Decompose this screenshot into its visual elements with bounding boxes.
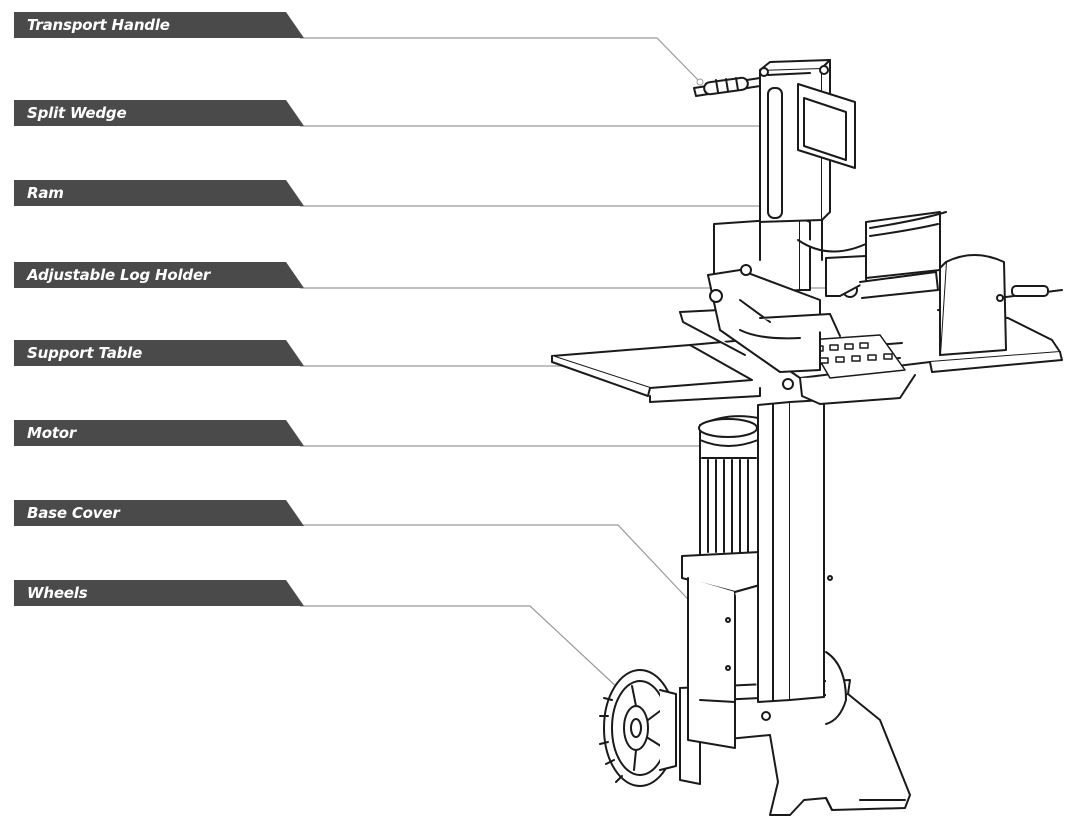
label-banner-adjustable-log-holder (14, 262, 304, 288)
label-text-split-wedge: Split Wedge (27, 104, 127, 122)
label-adjustable-log-holder: Adjustable Log Holder (14, 262, 304, 288)
label-text-wheels: Wheels (27, 584, 88, 602)
column-sides (759, 219, 823, 261)
transport-handle-bar (693, 65, 829, 97)
label-support-table: Support Table (14, 340, 304, 366)
label-text-motor: Motor (27, 424, 77, 442)
base-cover-box (681, 551, 761, 749)
leader-wheels (300, 605, 621, 691)
label-transport-handle: Transport Handle (14, 12, 304, 38)
label-text-adjustable-log-holder: Adjustable Log Holder (27, 266, 211, 284)
label-banner-transport-handle (14, 12, 304, 38)
front-wheel (599, 669, 677, 787)
label-split-wedge: Split Wedge (14, 100, 304, 126)
label-banner-support-table (14, 340, 304, 366)
label-text-base-cover: Base Cover (27, 504, 120, 522)
main-column (757, 399, 833, 703)
label-banner-ram (14, 180, 304, 206)
label-text-ram: Ram (27, 184, 64, 202)
rear-wheel (825, 651, 847, 725)
leader-base-cover (300, 524, 701, 613)
label-banner-base-cover (14, 500, 304, 526)
label-banner-split-wedge (14, 100, 304, 126)
label-text-support-table: Support Table (27, 344, 143, 362)
label-ram: Ram (14, 180, 304, 206)
table-bolt (782, 378, 794, 390)
label-text-transport-handle: Transport Handle (27, 16, 170, 34)
split-wedge-blade (797, 83, 856, 169)
foot-bolt (761, 711, 771, 721)
label-banner-wheels (14, 580, 304, 606)
log-holder-assembly (707, 211, 947, 373)
label-wheels: Wheels (14, 580, 304, 606)
leader-transport-handle (300, 37, 701, 83)
label-base-cover: Base Cover (14, 500, 304, 526)
label-motor: Motor (14, 420, 304, 446)
motor-body (698, 415, 759, 561)
rear-guard (939, 254, 1063, 356)
label-banner-motor (14, 420, 304, 446)
